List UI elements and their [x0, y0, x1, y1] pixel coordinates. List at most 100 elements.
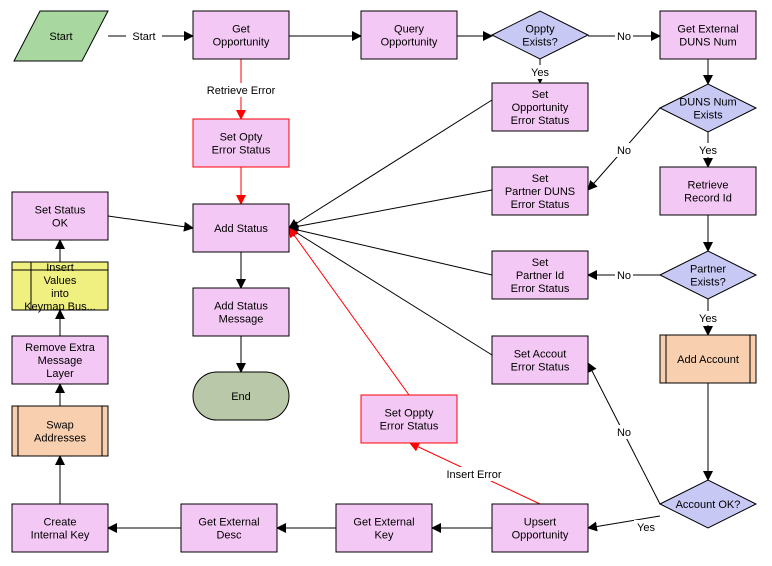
node-label: Opportunity: [512, 530, 569, 542]
node-label: Opportunity: [213, 37, 270, 49]
node-label: Oppty: [525, 24, 555, 36]
node-label: Opportunity: [381, 37, 438, 49]
node-label: Error Status: [212, 145, 271, 157]
node-end[interactable]: End: [192, 371, 290, 421]
node-label: Opportunity: [512, 102, 569, 114]
node-label: Retrieve: [688, 180, 729, 192]
node-label: Error Status: [511, 115, 570, 127]
node-label: Set: [532, 173, 549, 185]
node-label: Add Account: [677, 354, 739, 366]
node-label: Message: [38, 355, 83, 367]
node-label: Swap: [46, 420, 74, 432]
node-label: Partner DUNS: [505, 186, 575, 198]
node-label: Set Accout: [514, 349, 567, 361]
edge-label-no-partner: No: [617, 270, 631, 282]
edge-label-start: Start: [132, 31, 155, 43]
node-label: Keymap Bus...: [24, 301, 96, 313]
connector: [587, 515, 661, 532]
node-label: Upsert: [524, 517, 556, 529]
node-label: Values: [44, 275, 77, 287]
edge-label-yes-duns: Yes: [699, 145, 717, 157]
connector: [107, 215, 194, 232]
edge-label-no-duns: No: [617, 145, 631, 157]
edge-label-insert-error: Insert Error: [446, 469, 501, 481]
node-label: OK: [52, 218, 69, 230]
node-label: Desc: [216, 530, 242, 542]
node-label: Error Status: [380, 421, 439, 433]
connector: [288, 227, 493, 356]
node-label: Set: [532, 257, 549, 269]
node-label: Key: [375, 530, 394, 542]
node-label: Layer: [46, 368, 74, 380]
node-label: Addresses: [34, 433, 86, 445]
node-label: Error Status: [511, 362, 570, 374]
node-label: Create: [43, 517, 76, 529]
node-label: Add Status: [214, 301, 268, 313]
node-label: Partner: [690, 264, 726, 276]
node-label: Account OK?: [676, 499, 741, 511]
node-label: Remove Extra: [25, 342, 96, 354]
connector: [288, 227, 410, 396]
node-label: Query: [394, 24, 424, 36]
node-label: Message: [219, 314, 264, 326]
node-label: Exists: [693, 110, 723, 122]
node-label: Insert: [46, 262, 74, 274]
connector: [288, 189, 493, 232]
node-label: Get External: [198, 517, 259, 529]
node-label: Set Opty: [220, 132, 263, 144]
node-label: Set Status: [35, 205, 86, 217]
node-label: Get External: [677, 24, 738, 36]
node-label: Get: [232, 24, 250, 36]
node-label: DUNS Num: [679, 97, 736, 109]
connector: [288, 225, 493, 276]
node-label: Start: [49, 31, 72, 43]
node-label: Error Status: [511, 199, 570, 211]
node-label: Exists?: [522, 37, 557, 49]
node-label: Get External: [353, 517, 414, 529]
edge-label-yes-account: Yes: [637, 522, 655, 534]
node-label: Set: [532, 89, 549, 101]
node-add-account[interactable]: Add Account: [659, 334, 757, 384]
node-label: Internal Key: [31, 530, 90, 542]
node-add-status[interactable]: Add Status: [192, 203, 290, 253]
edge-label-yes-oppty: Yes: [531, 67, 549, 79]
node-account-ok[interactable]: Account OK?: [658, 479, 758, 529]
node-label: Set Oppty: [385, 408, 434, 420]
node-label: into: [51, 288, 69, 300]
edge-label-retrieve-error: Retrieve Error: [207, 85, 276, 97]
node-label: End: [231, 391, 251, 403]
node-label: Add Status: [214, 223, 268, 235]
node-label: Record Id: [684, 193, 732, 205]
node-label: Error Status: [511, 283, 570, 295]
edge-label-yes-partner: Yes: [699, 313, 717, 325]
edge-label-no-oppty: No: [617, 31, 631, 43]
connector: [288, 99, 493, 229]
edge-label-no-account: No: [617, 427, 631, 439]
node-label: Exists?: [690, 277, 725, 289]
node-start[interactable]: Start: [13, 10, 109, 62]
